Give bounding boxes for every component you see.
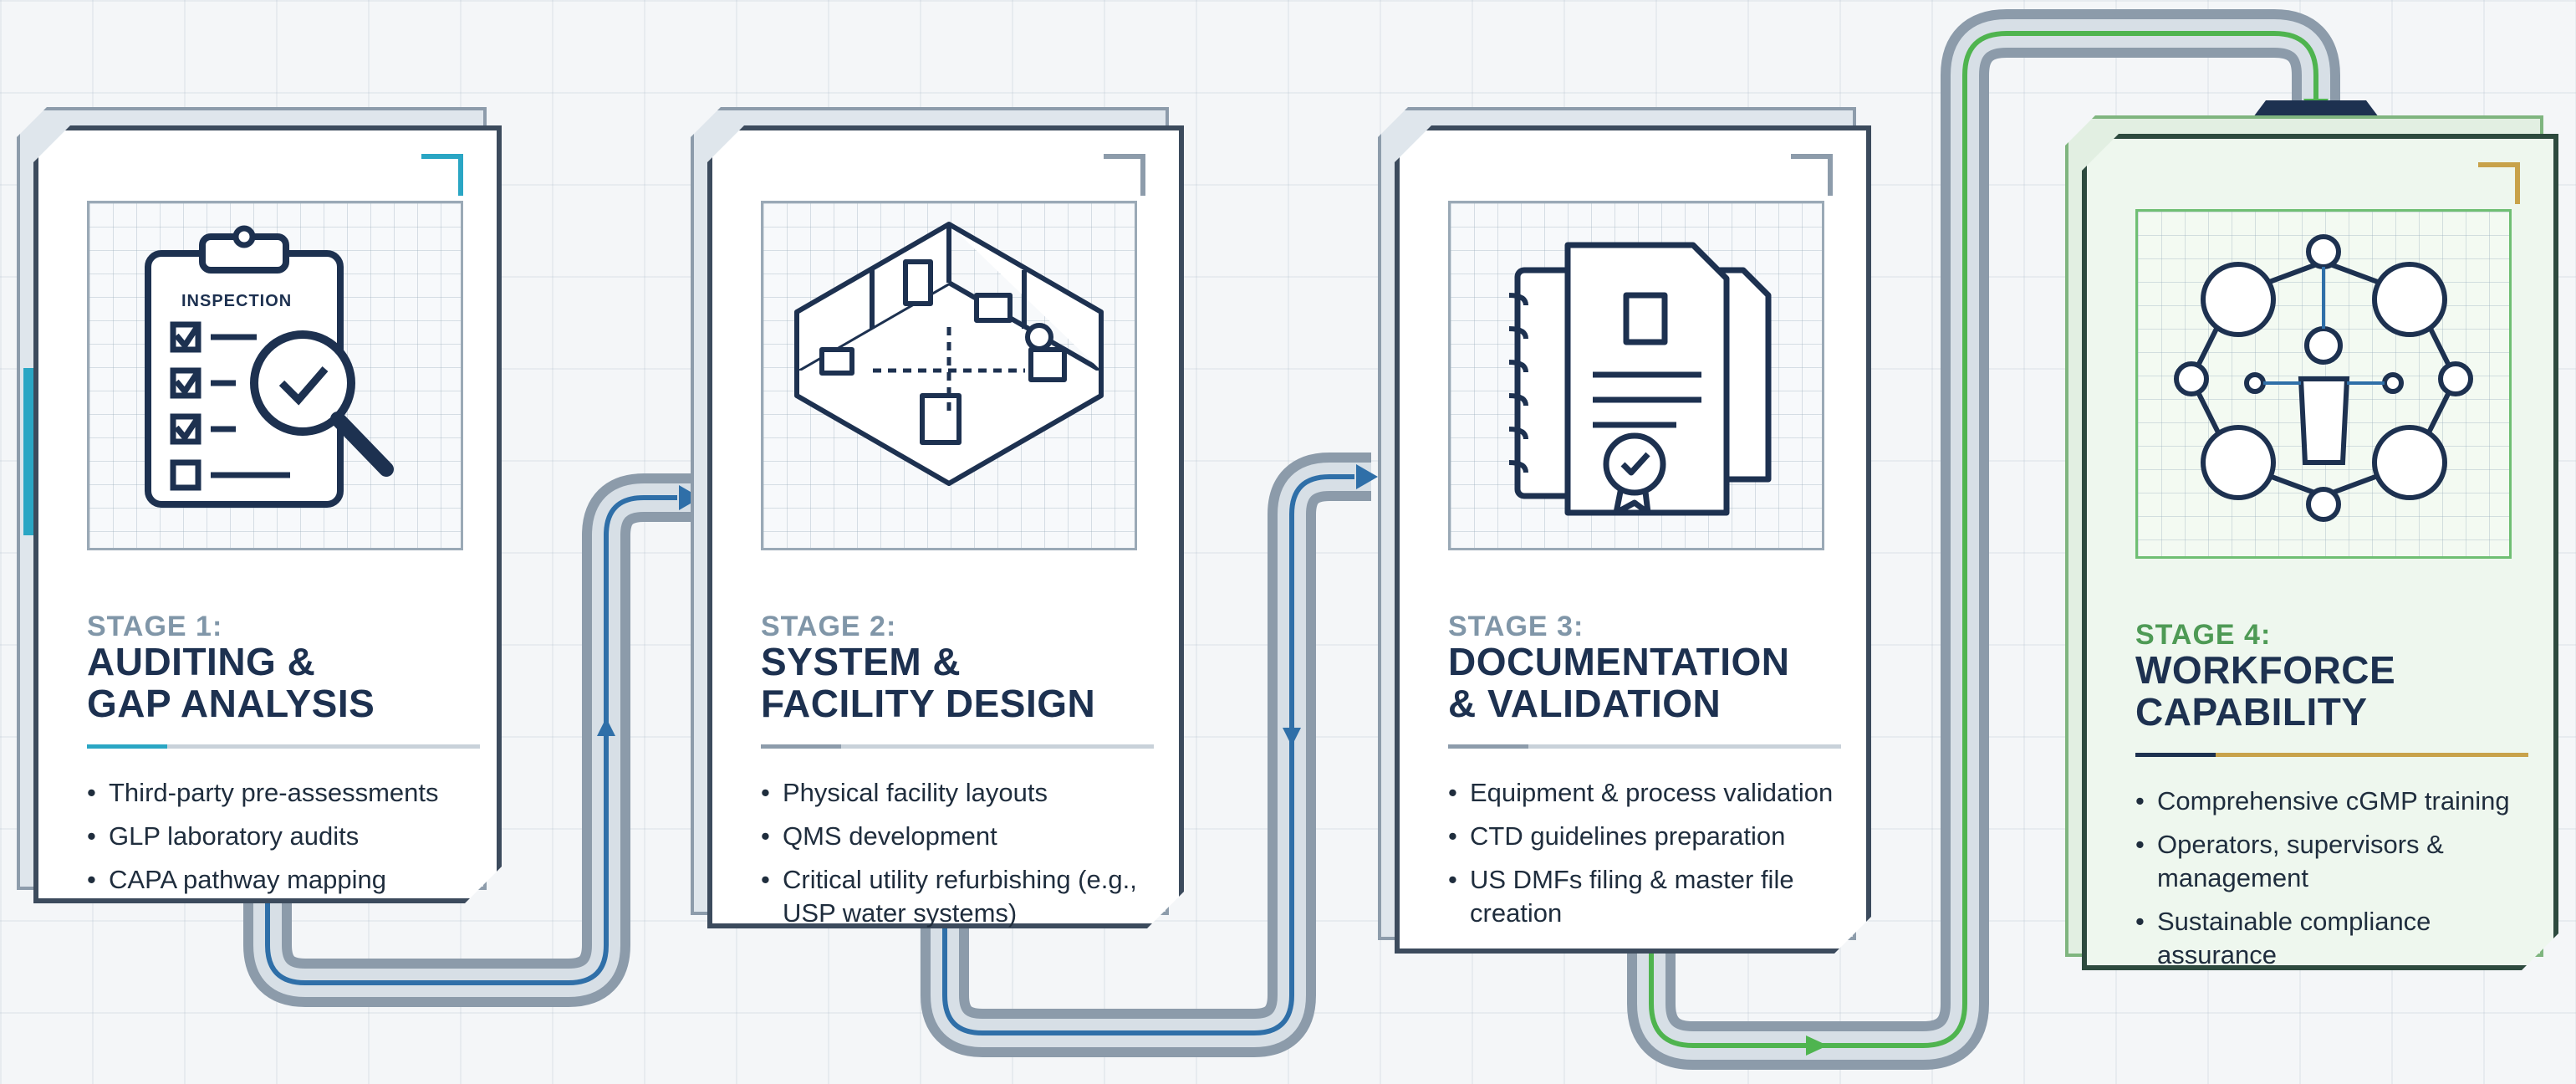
stage-title-line-1: SYSTEM & — [761, 640, 962, 683]
illustration-frame — [1448, 201, 1824, 550]
corner-mark — [1104, 154, 1145, 196]
stage-title: DOCUMENTATION & VALIDATION — [1448, 641, 1790, 724]
bullet-item: GLP laboratory audits — [87, 820, 488, 853]
stage-title-line-2: CAPABILITY — [2135, 690, 2368, 734]
bullet-item: QMS development — [761, 820, 1162, 853]
stage-title-line-2: & VALIDATION — [1448, 682, 1722, 725]
stage-label: STAGE 4: — [2135, 619, 2272, 651]
stage-1-card: INSPECTION STAGE 1: AUDITING & GAP ANALY… — [17, 107, 502, 903]
connector-stage1-to-stage2 — [243, 473, 701, 1007]
bullet-list: Comprehensive cGMP training Operators, s… — [2135, 785, 2537, 982]
stage-title-line-2: FACILITY DESIGN — [761, 682, 1096, 725]
corner-mark — [1791, 154, 1833, 196]
stage-3-card: STAGE 3: DOCUMENTATION & VALIDATION Equi… — [1378, 107, 1871, 954]
inspection-tag: INSPECTION — [181, 292, 293, 310]
illustration-frame — [2135, 209, 2512, 559]
bullet-item: Sustainable compliance assurance — [2135, 905, 2537, 972]
workforce-network-icon — [2174, 234, 2473, 522]
divider — [761, 744, 1154, 749]
illustration-frame: INSPECTION — [87, 201, 463, 550]
stage-title: SYSTEM & FACILITY DESIGN — [761, 641, 1095, 724]
bullet-item: Equipment & process validation — [1448, 776, 1849, 810]
bullet-item: Third-party pre-assessments — [87, 776, 488, 810]
stage-4-card: STAGE 4: WORKFORCE CAPABILITY Comprehens… — [2065, 115, 2558, 970]
bullet-item: CAPA pathway mapping — [87, 863, 488, 897]
bullet-item: CTD guidelines preparation — [1448, 820, 1849, 853]
bullet-item: US DMFs filing & master file creation — [1448, 863, 1849, 930]
bullet-item: Comprehensive cGMP training — [2135, 785, 2537, 818]
document-certificate-icon — [1508, 242, 1772, 516]
stage-title: WORKFORCE CAPABILITY — [2135, 649, 2395, 733]
divider — [87, 744, 480, 749]
bullet-item: Critical utility refurbishing (e.g., USP… — [761, 863, 1162, 930]
bullet-item: Operators, supervisors & management — [2135, 828, 2537, 895]
connector-stage2-to-stage3 — [921, 453, 1378, 1057]
bullet-list: Third-party pre-assessments GLP laborato… — [87, 776, 488, 907]
stage-2-card: STAGE 2: SYSTEM & FACILITY DESIGN Physic… — [691, 107, 1184, 928]
stage-title-line-1: DOCUMENTATION — [1448, 640, 1790, 683]
stage-title-line-2: GAP ANALYSIS — [87, 682, 375, 725]
bullet-list: Physical facility layouts QMS developmen… — [761, 776, 1162, 940]
divider — [1448, 744, 1841, 749]
facility-layout-icon — [794, 222, 1104, 486]
corner-mark — [421, 154, 463, 196]
stage-label: STAGE 3: — [1448, 611, 1584, 642]
divider — [2135, 753, 2528, 757]
stage-label: STAGE 2: — [761, 611, 897, 642]
stage-label: STAGE 1: — [87, 611, 223, 642]
side-accent — [23, 368, 33, 535]
stage-title: AUDITING & GAP ANALYSIS — [87, 641, 375, 724]
stage-title-line-1: AUDITING & — [87, 640, 316, 683]
corner-mark — [2478, 162, 2520, 204]
bullet-list: Equipment & process validation CTD guide… — [1448, 776, 1849, 940]
inspection-clipboard-icon — [145, 225, 394, 508]
bullet-item: Physical facility layouts — [761, 776, 1162, 810]
stage-title-line-1: WORKFORCE — [2135, 648, 2396, 692]
illustration-frame — [761, 201, 1137, 550]
